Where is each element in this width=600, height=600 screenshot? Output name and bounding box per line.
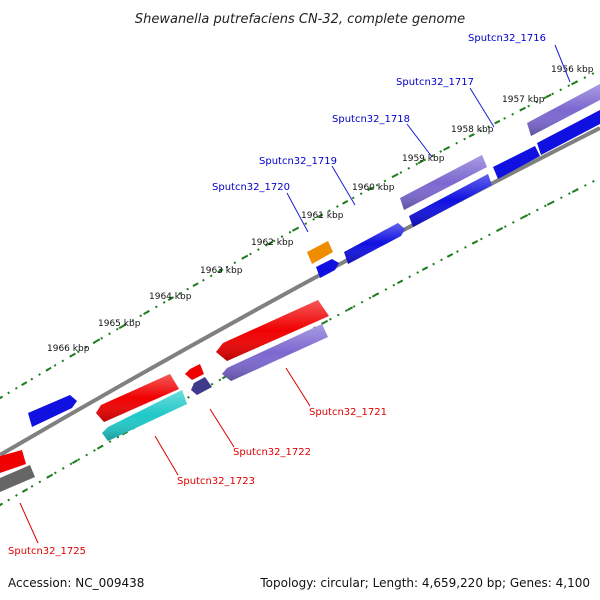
major-tick [0,395,4,400]
major-tick [143,310,150,315]
major-tick [217,268,224,274]
reverse-callouts [19,367,311,544]
major-tick [242,254,249,260]
gene-label[interactable]: Sputcn32_1717 [396,77,474,88]
major-tick [45,366,52,372]
major-tick [192,282,199,287]
major-tick [494,119,501,125]
topology-summary: Topology: circular; Length: 4,659,220 bp… [259,576,590,590]
major-tick [417,159,424,165]
major-tick [118,324,125,330]
major-tick [521,214,529,219]
gene-label[interactable]: Sputcn32_1716 [468,33,546,44]
kbp-label: 1959 kbp [402,154,445,164]
major-tick [421,266,429,271]
gene-sputcn32-1720[interactable] [307,241,333,264]
major-tick [519,106,526,112]
major-tick [371,292,379,298]
reverse-strand-genes [0,300,329,492]
major-tick [316,213,324,219]
kbp-label: 1956 kbp [551,65,594,75]
major-tick [291,227,299,232]
major-tick [496,227,504,232]
gene-sputcn32-1722[interactable] [185,364,204,380]
major-tick [546,201,554,206]
major-tick [94,338,101,344]
forward-callouts [286,44,571,233]
kbp-label: 1958 kbp [451,125,494,135]
major-tick [21,488,29,493]
major-tick [396,279,404,285]
accession-text: Accession: NC_009438 [8,576,144,590]
gene-sputcn32-1725[interactable] [0,450,26,473]
gene-shading [344,84,600,264]
kbp-labels: 1956 kbp 1957 kbp 1958 kbp 1959 kbp 1960… [47,65,594,354]
gene-label[interactable]: Sputcn32_1720 [212,182,290,193]
kbp-label: 1964 kbp [149,292,192,302]
forward-strand-genes [28,84,600,427]
gene-label[interactable]: Sputcn32_1718 [332,114,410,125]
kbp-label: 1963 kbp [200,266,243,276]
major-tick [0,502,4,507]
major-tick [392,173,399,178]
major-tick [167,296,174,301]
gene-label[interactable]: Sputcn32_1719 [259,156,337,167]
gene-sputcn32-1722-lower[interactable] [191,377,212,395]
major-tick [266,240,274,246]
major-tick [21,381,28,386]
kbp-label: 1966 kbp [47,344,90,354]
major-tick [471,240,479,245]
major-tick [96,444,104,450]
genome-backbone [0,126,600,457]
gene-sputcn32-1717[interactable] [493,146,540,179]
major-tick [342,200,349,205]
gene-labels: Sputcn32_1716 Sputcn32_1717 Sputcn32_171… [8,33,546,557]
outer-dotted-ring [0,69,600,399]
major-tick [443,146,450,151]
gene-forward-left[interactable] [28,395,77,427]
gene-sputcn32-1720-lower[interactable] [316,259,339,278]
major-tick [571,80,578,86]
gene-sputcn32-1725-lower[interactable] [0,465,35,492]
kbp-label: 1957 kbp [502,95,545,105]
major-tick [69,352,76,358]
major-tick [367,186,374,192]
kbp-label: 1965 kbp [98,319,141,329]
major-tick [346,306,354,311]
major-tick [545,93,552,99]
gene-label[interactable]: Sputcn32_1723 [177,476,255,487]
kbp-label: 1961 kbp [301,211,344,221]
major-tick [321,319,329,325]
major-tick [468,133,475,138]
major-tick [446,253,454,258]
major-tick [71,459,79,464]
gene-label[interactable]: Sputcn32_1721 [309,407,387,418]
major-tick [571,188,579,193]
map-title: Shewanella putrefaciens CN-32, complete … [135,12,465,27]
kbp-label: 1962 kbp [251,238,294,248]
gene-shading [96,300,329,441]
gene-label[interactable]: Sputcn32_1725 [8,546,86,557]
major-tick [46,473,54,479]
kbp-label: 1960 kbp [352,183,395,193]
gene-label[interactable]: Sputcn32_1722 [233,447,311,458]
outer-major-ticks [0,80,578,400]
gene-sputcn32-1716-lower[interactable] [537,110,600,155]
